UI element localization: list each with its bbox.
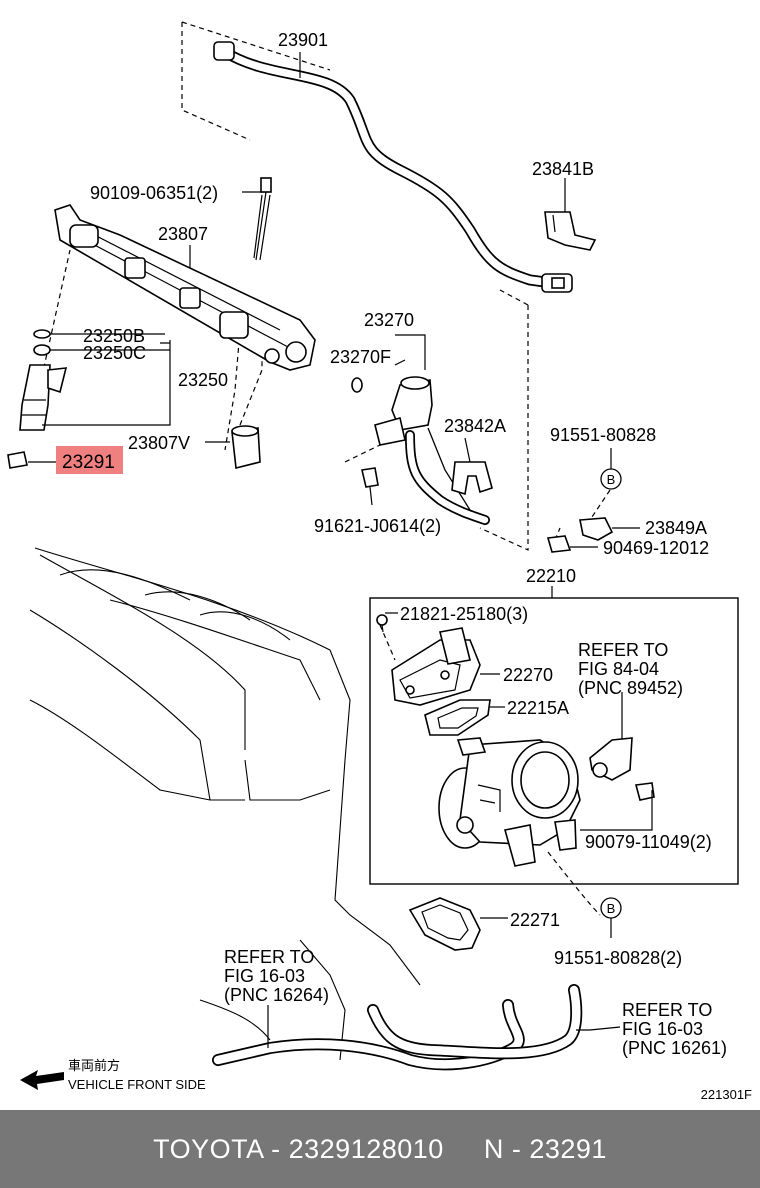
label-23291[interactable]: 23291 [62,452,115,473]
idle-valve-22270 [391,627,481,706]
label-90109: 90109-06351(2) [90,183,218,203]
label-22215a: 22215A [507,698,569,718]
engine-outline [29,547,421,1061]
label-21821: 21821-25180(3) [400,604,528,624]
refer-pnc16261-line3: (PNC 16261) [622,1038,727,1058]
refer-pnc16264-line2: FIG 16-03 [224,966,305,986]
label-23270: 23270 [364,310,414,330]
label-22271: 22271 [510,910,560,930]
footer-separator: - [263,1133,289,1164]
water-hoses [212,984,621,1071]
label-23807v: 23807V [128,433,190,453]
vehicle-front-indicator: 車両前方 VEHICLE FRONT SIDE [20,1058,206,1092]
sensor-23849a [546,517,640,553]
label-23841b: 23841B [532,159,594,179]
refer-fig84-line1: REFER TO [578,640,668,660]
front-arrow-icon [20,1070,64,1090]
cushion-23807v [205,425,261,469]
label-23270f: 23270F [330,347,391,367]
fuel-rail-23807 [54,204,316,371]
bolt-91621 [361,467,379,506]
refer-pnc16261-line1: REFER TO [622,1000,712,1020]
front-label-jp: 車両前方 [68,1058,120,1073]
label-22210: 22210 [526,566,576,586]
label-90469: 90469-12012 [603,538,709,558]
label-23250b: 23250B [83,326,145,346]
leader-lines [189,52,653,831]
footer-n-label: N [483,1133,504,1164]
footer-pnc: 23291 [529,1133,607,1164]
footer-brand: TOYOTA [153,1133,264,1164]
refer-pnc16264-line1: REFER TO [224,947,314,967]
throttle-body [438,737,581,867]
footer-separator: - [503,1133,530,1164]
b1-dashed-leader [589,489,611,521]
figure-code: 221301F [701,1087,752,1102]
label-23250: 23250 [178,370,228,390]
parts-diagram: B [7,21,752,1102]
refer-fig84-line2: FIG 84-04 [578,659,659,679]
stud-bolt-90109 [253,177,272,261]
throttle-body-group-box [369,597,739,885]
gasket-22271 [408,897,508,951]
refer-fig84-line3: (PNC 89452) [578,678,683,698]
label-23807: 23807 [158,224,208,244]
bolt-dashed-leader [224,329,241,451]
clamp-23842a [451,461,493,496]
footer-bar: TOYOTA - 2329128010 N - 23291 [0,1110,760,1188]
front-label-en: VEHICLE FRONT SIDE [68,1077,206,1092]
fuel-hose-23901 [213,41,573,293]
circle-b-label: B [607,901,616,916]
circle-b-label: B [607,472,616,487]
refer-pnc16261-line2: FIG 16-03 [622,1019,703,1039]
refer-pnc16264-line3: (PNC 16264) [224,985,329,1005]
bolt-21821 [376,614,388,633]
label-23250c: 23250C [83,343,146,363]
throttle-sensor [589,692,655,801]
throttle-bolt-dashed-leader [379,624,396,661]
injector-23250 [19,329,171,431]
label-91551-upper: 91551-80828 [550,425,656,445]
footer-part-number: 2329128010 [288,1133,444,1164]
part-labels: 23901 23841B 90109-06351(2) 23807 23250B… [56,30,727,1058]
highlight-box [56,446,123,474]
insulator-23291 [7,451,58,469]
reference-circle-b-upper: B [600,448,622,490]
label-23842a: 23842A [444,416,506,436]
clamp-23841b [544,211,597,251]
b2-dashed-leader [547,851,601,916]
footer-part-info: TOYOTA - 2329128010 N - 23291 [153,1134,607,1165]
label-23849a: 23849A [645,518,707,538]
label-91621: 91621-J0614(2) [314,516,441,536]
footer-gap [444,1134,484,1164]
vsv-23270 [351,334,490,525]
label-22270: 22270 [503,665,553,685]
gasket-22215a [424,699,491,736]
reference-circle-b-lower: B [600,897,622,938]
label-90079: 90079-11049(2) [585,832,712,852]
label-91551-lower: 91551-80828(2) [554,948,682,968]
label-23901: 23901 [278,30,328,50]
